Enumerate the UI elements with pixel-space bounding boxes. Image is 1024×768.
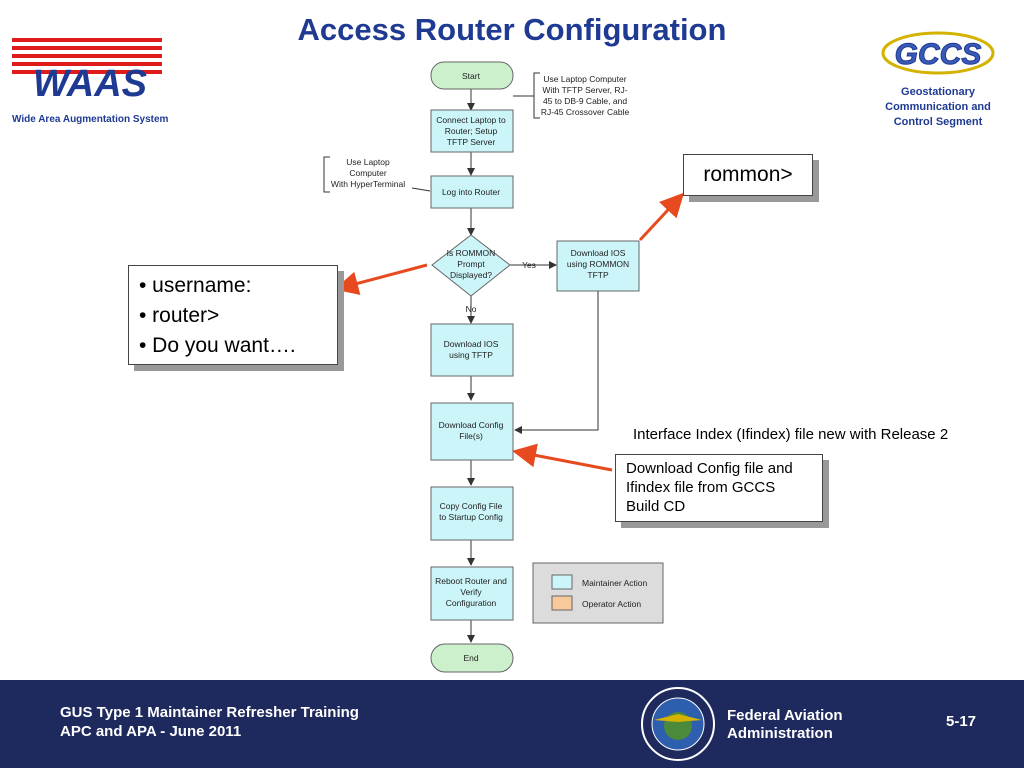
footer-bar [0,680,1024,768]
connect-label: Connect Laptop to [436,115,506,125]
connect-step [430,109,514,153]
decision-label: Displayed? [450,270,492,280]
faa-seal [641,687,715,761]
start-terminal [430,61,514,90]
no-label: No [466,304,477,314]
config-callout: Download Config file and Ifindex file fr… [615,454,823,522]
legend-swatch-maintainer [551,574,573,590]
footer-course: GUS Type 1 Maintainer Refresher Training… [60,703,359,741]
svg-text:GCCS: GCCS [895,38,982,71]
start-label: Start [462,71,481,81]
rommon-download-step [556,240,640,292]
prompts-callout-arrow [334,263,428,296]
prompt-item: • router> [139,304,220,327]
decision-label: Prompt [457,259,485,269]
config-download-label: Download Config [439,420,504,430]
config-callout-line: Ifindex file from GCCS [626,479,776,496]
page-title: Access Router Configuration [297,12,727,47]
footer-agency: Federal Aviation Administration [727,707,843,743]
legend-box [532,562,664,624]
svg-text:WAAS: WAAS [33,63,147,105]
config-callout-line: Download Config file and [626,460,793,477]
login-step [430,175,514,209]
config-callout-line: Build CD [626,498,686,515]
reboot-label: Verify [460,587,482,597]
legend-maintainer-label: Maintainer Action [582,578,647,588]
tftp-note-text: With TFTP Server, RJ- [542,85,627,95]
config-download-label: File(s) [459,431,483,441]
rommon-download-label: Download IOS [571,248,626,258]
ifindex-note: Interface Index (Ifindex) file new with … [633,426,949,443]
copy-config-label: Copy Config File [440,501,503,511]
gccs-caption: Geostationary Communication and Control … [868,85,1008,130]
page-number: 5-17 [946,713,977,730]
gccs-caption-line: and Control Segment [893,101,991,128]
copy-config-step [430,486,514,541]
gccs-logo: GCCS [881,31,995,75]
footer-course-line: APC and APA - June 2011 [60,723,242,740]
flowchart: Start Connect Laptop to Router; Setup TF… [323,61,685,673]
gccs-caption-line: Geostationary [901,86,975,98]
legend-operator-label: Operator Action [582,599,641,609]
tftp-note-text: RJ-45 Crossover Cable [541,107,630,117]
end-label: End [463,653,478,663]
waas-logo: WAAS [12,38,162,105]
waas-caption: Wide Area Augmentation System [12,114,169,125]
footer-agency-line: Federal Aviation [727,707,843,724]
end-terminal [430,643,514,673]
legend-swatch-operator [551,595,573,611]
rommon-download-label: TFTP [587,270,609,280]
connect-label: TFTP Server [447,137,496,147]
gccs-caption-line: Communication [885,101,969,113]
footer-agency-line: Administration [727,725,833,742]
rommon-callout: rommon> [683,154,813,196]
hyperterminal-note-text: With HyperTerminal [331,179,405,189]
hyperterminal-note-text: Use Laptop [346,157,390,167]
login-label: Log into Router [442,187,500,197]
rommon-download-label: using ROMMON [567,259,629,269]
footer-course-line: GUS Type 1 Maintainer Refresher Training [60,704,359,721]
reboot-label: Configuration [446,598,497,608]
prompt-item: • username: [139,274,252,297]
tftp-note-text: Use Laptop Computer [543,74,626,84]
tftp-note-text: 45 to DB-9 Cable, and [543,96,627,106]
connect-label: Router; Setup [445,126,498,136]
hyperterminal-note-text: Computer [349,168,386,178]
tftp-download-label: using TFTP [449,350,493,360]
reboot-label: Reboot Router and [435,576,507,586]
rommon-decision [431,234,511,297]
tftp-download-step [430,323,514,377]
yes-label: Yes [522,260,536,270]
prompts-callout: • username: • router> • Do you want…. [128,265,338,365]
decision-label: Is ROMMON [447,248,496,258]
config-callout-arrow [512,443,613,472]
tftp-download-label: Download IOS [444,339,499,349]
reboot-step [430,566,514,621]
config-download-step [430,402,514,461]
prompt-item: • Do you want…. [139,334,296,357]
rommon-callout-arrow [638,192,685,242]
copy-config-label: to Startup Config [439,512,503,522]
